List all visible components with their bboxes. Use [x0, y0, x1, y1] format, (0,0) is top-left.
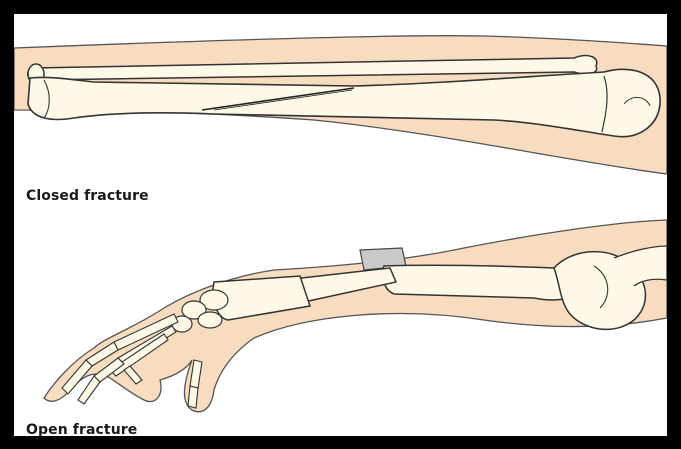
closed-fracture-illustration [14, 14, 667, 184]
carpal-bone [198, 312, 222, 328]
thumb-bone [188, 386, 198, 408]
open-forearm-bone-proximal [382, 265, 581, 300]
open-fracture-caption: Open fracture [26, 422, 137, 436]
closed-fracture-caption: Closed fracture [26, 188, 149, 204]
open-fracture-illustration [14, 210, 667, 420]
figure-panel: Closed fracture [14, 14, 667, 436]
